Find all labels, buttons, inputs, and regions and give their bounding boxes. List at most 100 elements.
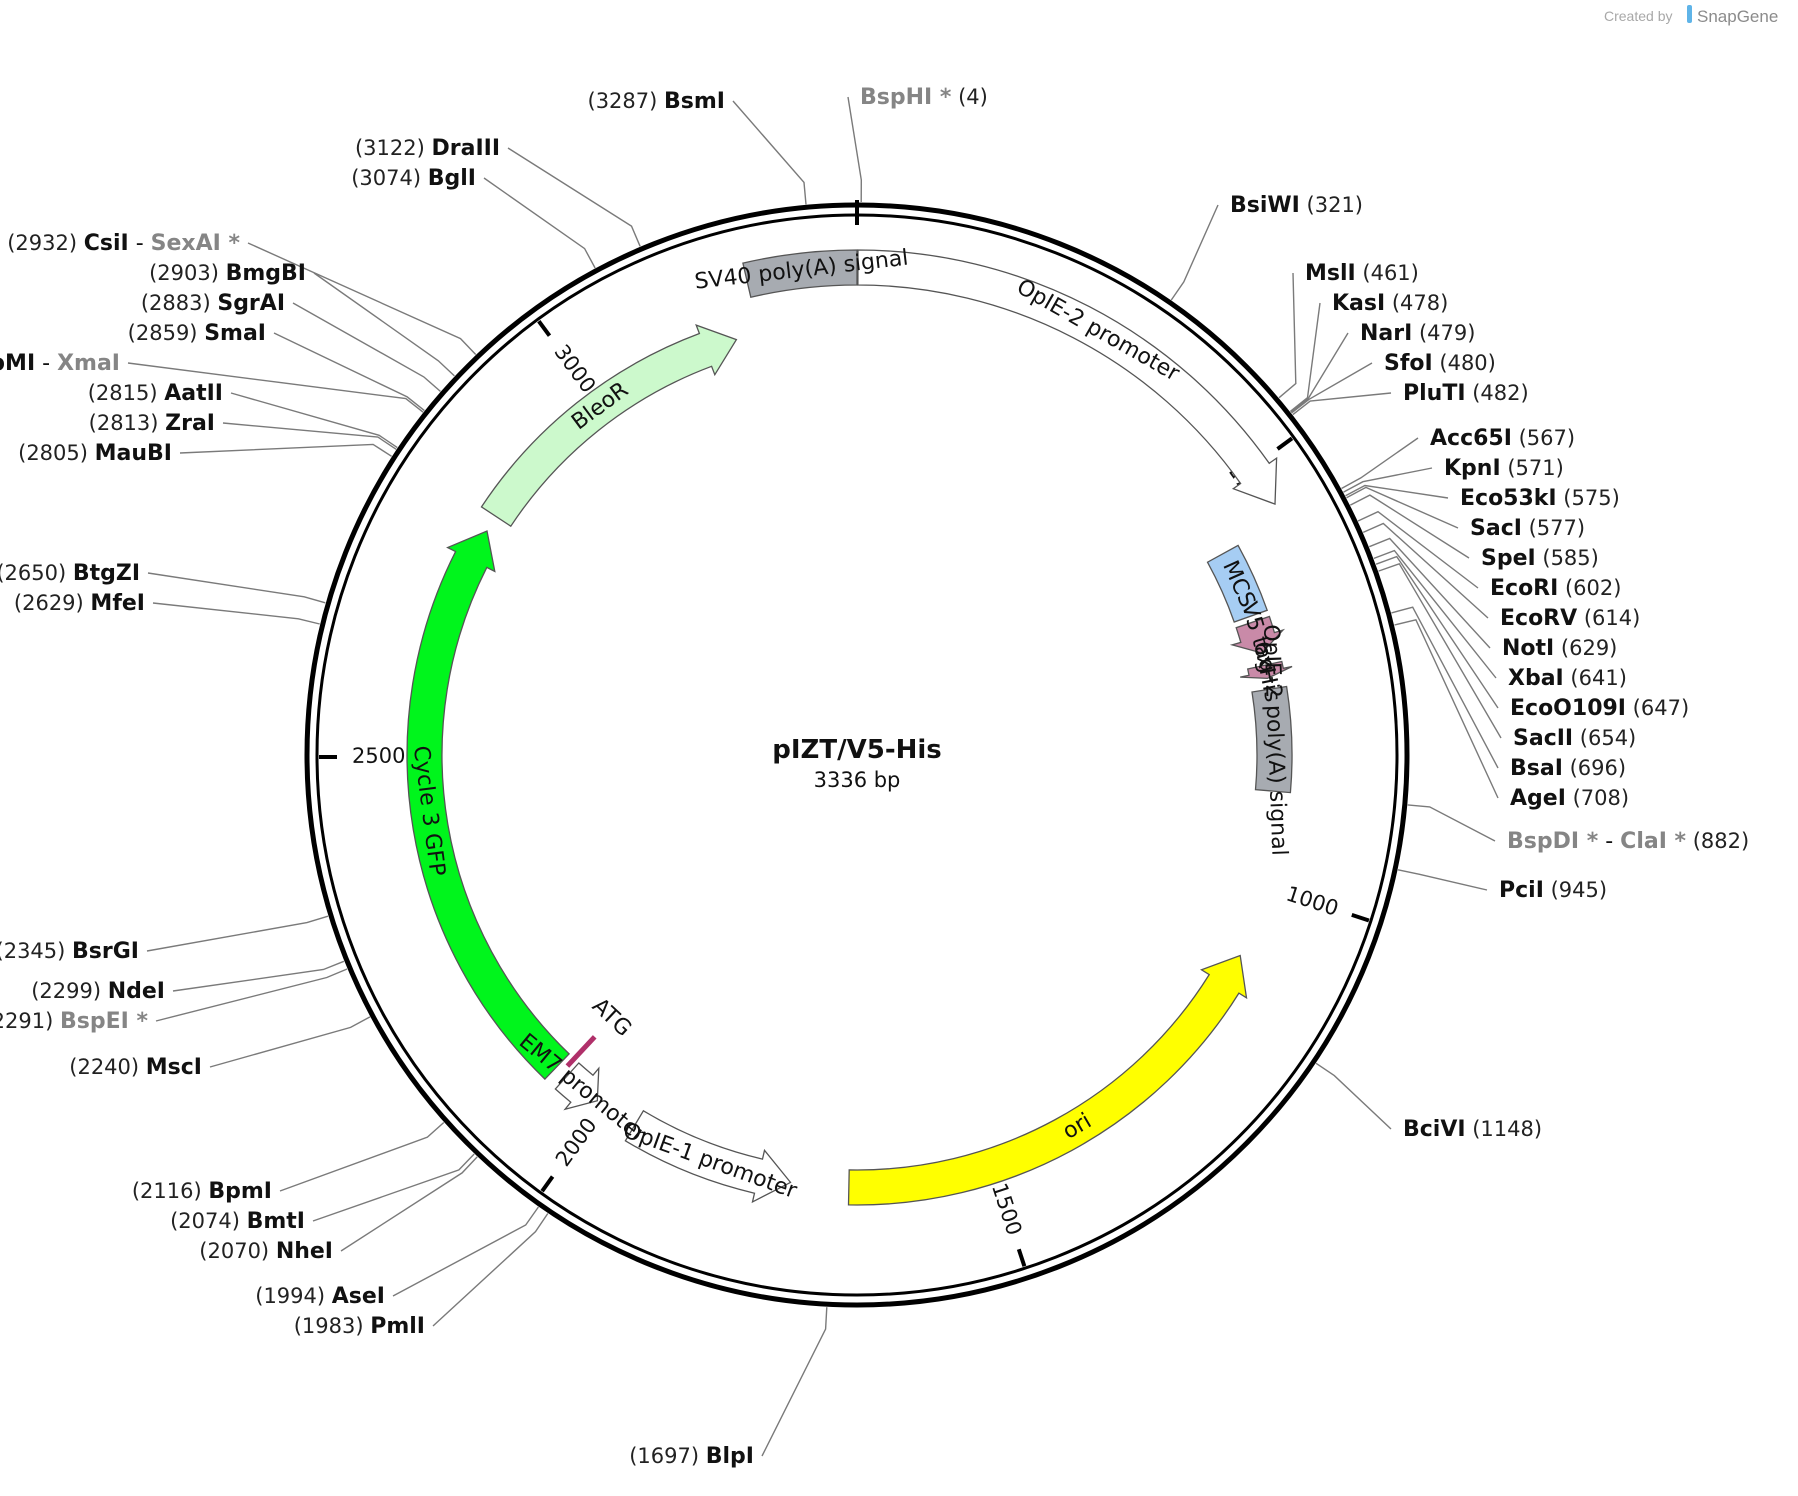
site-leader-line <box>1290 332 1349 413</box>
site-position: (479) <box>1412 321 1475 345</box>
snapgene-credit: Created by SnapGene <box>1604 5 1778 26</box>
feature-ori <box>847 954 1248 1206</box>
site-enzyme-name: SpeI <box>1481 546 1536 571</box>
site-enzyme-name: BsaI <box>1510 756 1563 781</box>
tick-label: 1500 <box>987 1180 1026 1238</box>
site-enzyme-name: KpnI <box>1444 456 1501 481</box>
feature-layer <box>406 249 1293 1206</box>
site-sgrai: (2883) SgrAI <box>141 291 285 316</box>
site-dash: - <box>1598 829 1620 854</box>
site-asei: (1994) AseI <box>255 1284 385 1309</box>
site-leader-line <box>432 1213 549 1327</box>
site-leader-line <box>292 302 441 392</box>
site-position: (2932) <box>7 231 84 255</box>
site-position: (2903) <box>149 261 226 285</box>
site-position: (1994) <box>255 1284 332 1308</box>
site-position: (4) <box>951 85 987 109</box>
site-enzyme-name: AatII <box>164 381 223 406</box>
site-position: (321) <box>1300 193 1363 217</box>
site-position: (2240) <box>69 1055 146 1079</box>
site-bmti: (2074) BmtI <box>170 1209 305 1234</box>
site-pcii: PciI (945) <box>1499 878 1607 903</box>
feature-atg <box>565 1035 597 1068</box>
site-enzyme-name: NdeI <box>108 979 165 1004</box>
site-leader-line <box>1407 804 1496 842</box>
site-leader-line <box>1394 618 1499 799</box>
site-position: (2815) <box>88 381 165 405</box>
site-leader-line <box>1373 549 1497 679</box>
site-position: (2116) <box>132 1179 209 1203</box>
site-enzyme-name: AgeI <box>1510 786 1566 811</box>
site-position: (2299) <box>31 979 108 1003</box>
site-leader-line <box>507 147 641 247</box>
site-enzyme-name: SacI <box>1470 516 1522 541</box>
site-btgzi: (2650) BtgZI <box>0 561 140 586</box>
site-leader-line <box>152 602 320 625</box>
site-position: (3287) <box>588 89 665 113</box>
site-enzyme-name: Acc65I <box>1430 426 1512 451</box>
site-draiii: (3122) DraIII <box>355 136 500 161</box>
site-position: (945) <box>1544 878 1607 902</box>
snapgene-logo-icon <box>1687 5 1692 23</box>
site-enzyme-name: NotI <box>1502 636 1554 661</box>
site-blpi: (1697) BlpI <box>629 1444 754 1469</box>
site-leader-line <box>155 968 348 1022</box>
site-leader-layer <box>127 96 1502 1457</box>
feature-6xhis <box>1240 660 1293 680</box>
site-position: (629) <box>1554 636 1617 660</box>
tick-label: 1000 <box>1283 882 1341 921</box>
site-spei: SpeI (585) <box>1481 546 1599 571</box>
site-maubi: (2805) MauBI <box>18 441 172 466</box>
site-position: (478) <box>1385 291 1448 315</box>
site-enzyme-name: EcoRV <box>1500 606 1577 631</box>
site-bpmi: (2116) BpmI <box>132 1179 272 1204</box>
site-position: (3074) <box>351 166 428 190</box>
site-position: (571) <box>1501 456 1564 480</box>
site-enzyme-name: DraIII <box>431 136 500 161</box>
site-star: * <box>129 1009 149 1034</box>
site-enzyme-name: MfeI <box>90 591 145 616</box>
site-position: (482) <box>1466 381 1529 405</box>
site-leader-line <box>1378 562 1502 739</box>
site-leader-line <box>222 422 397 450</box>
site-position: (602) <box>1558 576 1621 600</box>
site-leader-line <box>1341 437 1419 490</box>
site-leader-line <box>1289 302 1321 412</box>
site-bsrgi: (2345) BsrGI <box>0 939 139 964</box>
site-leader-line <box>732 100 807 205</box>
site-enzyme-name: BsiWI <box>1230 193 1300 218</box>
feature-sv40-poly-a-signal <box>742 249 858 298</box>
site-acc65i: Acc65I (567) <box>1430 426 1575 451</box>
site-sfoi: SfoI (480) <box>1384 351 1496 376</box>
site-position: (1148) <box>1466 1117 1543 1141</box>
site-position: (1983) <box>294 1314 371 1338</box>
site-enzyme-name: TspMI <box>0 351 35 376</box>
site-position: (2650) <box>0 561 73 585</box>
site-zrai: (2813) ZraI <box>89 411 215 436</box>
site-extra-name: ClaI <box>1620 829 1667 854</box>
site-enzyme-name: BciVI <box>1403 1117 1466 1142</box>
site-enzyme-name: MslI <box>1305 261 1356 286</box>
site-pmli: (1983) PmlI <box>294 1314 425 1339</box>
site-position: (2859) <box>128 321 205 345</box>
site-leader-line <box>247 242 477 355</box>
site-enzyme-name: MauBI <box>95 441 172 466</box>
site-position: (2813) <box>89 411 166 435</box>
site-tspmi: (2857) TspMI - XmaI <box>0 351 120 376</box>
site-enzyme-name: PluTI <box>1403 381 1466 406</box>
site-bspei: (2291) BspEI * <box>0 1009 148 1034</box>
site-leader-line <box>179 443 392 457</box>
site-enzyme-name: NarI <box>1360 321 1412 346</box>
site-star: * <box>1579 829 1599 854</box>
site-leader-line <box>1170 204 1219 301</box>
site-ecorv: EcoRV (614) <box>1500 606 1640 631</box>
site-leader-line <box>1343 467 1433 493</box>
site-enzyme-name: PmlI <box>370 1314 425 1339</box>
site-aatii: (2815) AatII <box>88 381 223 406</box>
site-enzyme-name: SgrAI <box>217 291 285 316</box>
site-leader-line <box>1345 484 1449 499</box>
site-enzyme-name: SacII <box>1513 726 1573 751</box>
site-msli: MslI (461) <box>1305 261 1419 286</box>
site-enzyme-name: EcoRI <box>1490 576 1558 601</box>
